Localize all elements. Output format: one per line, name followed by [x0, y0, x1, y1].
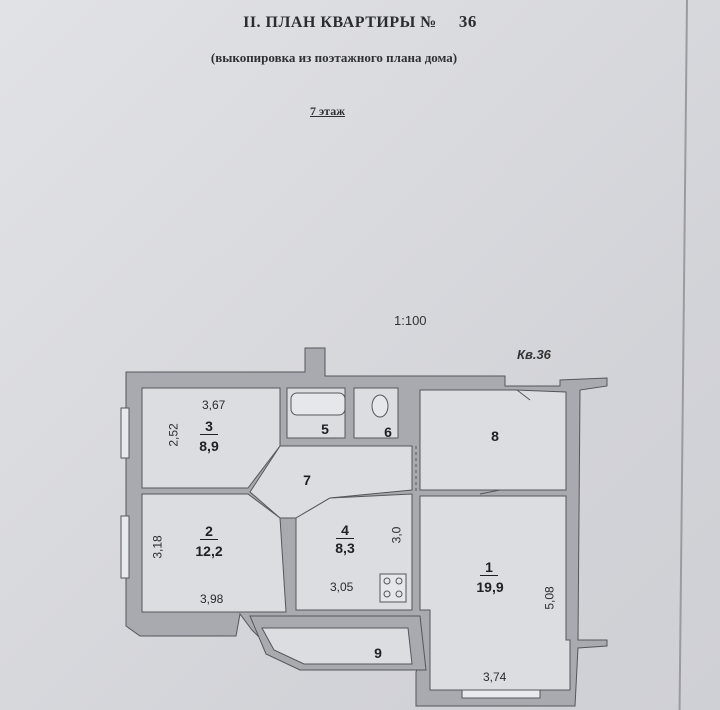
room-4-area: 8,3: [335, 540, 355, 556]
bathtub-icon: [290, 392, 346, 416]
window-room-2: [120, 515, 130, 579]
toilet-icon: [371, 394, 389, 418]
window-room-3: [120, 407, 130, 459]
dim-room1-width: 3,74: [483, 670, 507, 684]
dim-room3-width: 3,67: [202, 398, 226, 412]
window-room-1: [461, 689, 541, 699]
room-2-area: 12,2: [195, 543, 223, 559]
dim-room4-height: 3,0: [389, 526, 404, 544]
document-title: II. ПЛАН КВАРТИРЫ № 36: [0, 12, 720, 32]
floor-label: 7 этаж: [310, 104, 345, 118]
room-1-number: 1: [480, 559, 498, 576]
stove-icon: [379, 573, 407, 603]
apartment-number: 36: [458, 12, 477, 31]
room-8-number: 8: [491, 428, 499, 444]
dim-room3-height: 2,52: [166, 423, 181, 447]
room-9-floor: [261, 627, 413, 665]
room-4-number: 4: [336, 522, 354, 539]
room-3-area: 8,9: [199, 438, 219, 454]
room-3-floor: [141, 387, 281, 489]
room-7-number: 7: [303, 472, 311, 488]
room-2-floor: [141, 493, 287, 613]
apartment-label: Кв.36: [517, 347, 551, 362]
room-5-number: 5: [321, 421, 329, 437]
dim-room2-height: 3,18: [150, 535, 165, 559]
room-2-number: 2: [200, 523, 218, 540]
room-1-area: 19,9: [476, 579, 504, 595]
scale-label: 1:100: [394, 313, 427, 328]
title-text: II. ПЛАН КВАРТИРЫ №: [243, 14, 437, 31]
dim-room1-height: 5,08: [542, 586, 557, 610]
room-8-floor: [419, 389, 567, 491]
document-subtitle: (выкопировка из поэтажного плана дома): [210, 50, 458, 65]
dim-room4-width: 3,05: [330, 580, 354, 594]
room-3-number: 3: [200, 418, 218, 435]
dim-room2-width: 3,98: [200, 592, 224, 606]
room-1-floor: [419, 495, 571, 691]
room-6-number: 6: [384, 424, 392, 440]
room-9-number: 9: [374, 645, 382, 661]
